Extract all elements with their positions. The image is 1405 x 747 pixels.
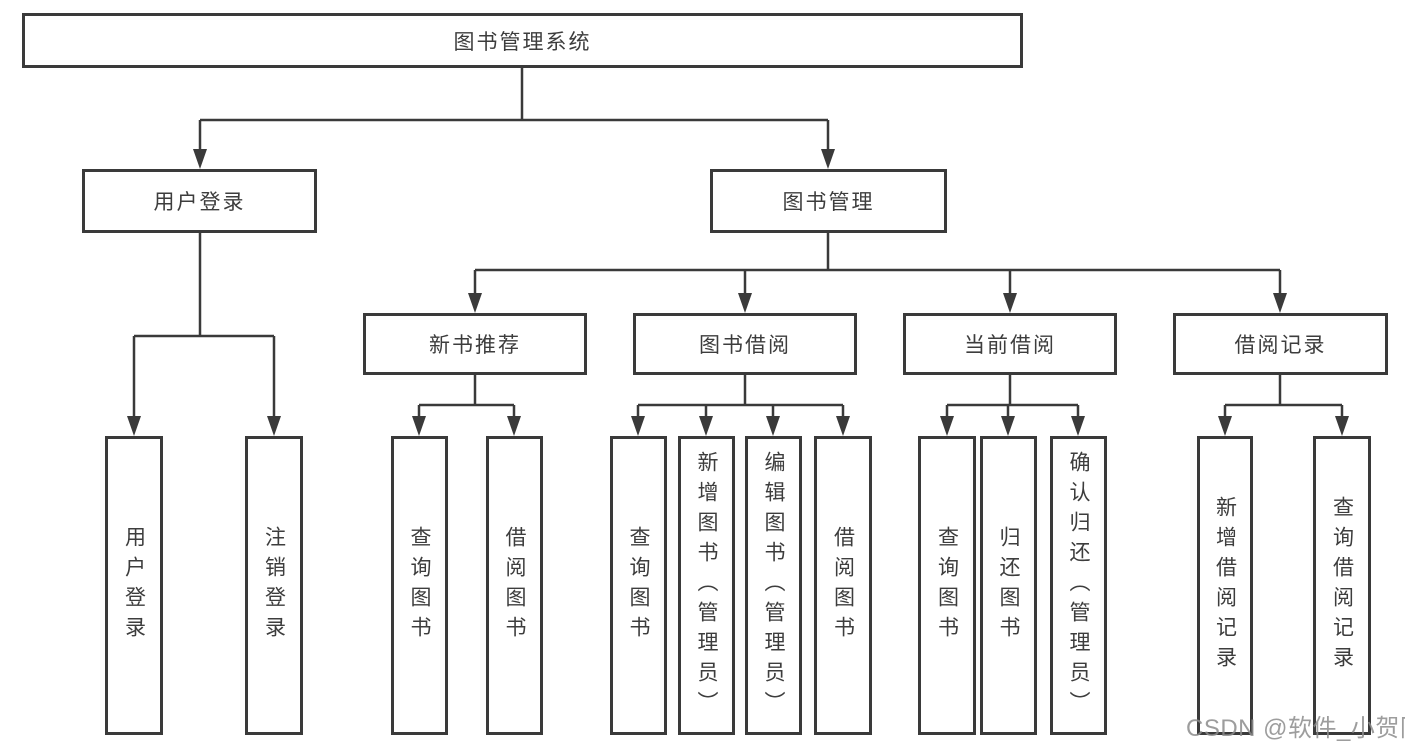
leaf-edit-book-admin-label: 编辑图书（管理员） xyxy=(762,450,785,721)
leaf-add-borrow-record: 新增借阅记录 xyxy=(1197,436,1253,735)
node-new-book-recommend-label: 新书推荐 xyxy=(429,334,521,357)
leaf-borrow-book-recommend: 借阅图书 xyxy=(486,436,543,735)
leaf-query-borrow-record: 查询借阅记录 xyxy=(1313,436,1371,735)
leaf-add-book-admin-label: 新增图书（管理员） xyxy=(695,450,718,721)
leaf-query-book-borrow-label: 查询图书 xyxy=(627,525,650,646)
node-book-management-label: 图书管理 xyxy=(782,191,875,214)
leaf-add-borrow-record-label: 新增借阅记录 xyxy=(1213,495,1237,676)
leaf-query-book-recommend-label: 查询图书 xyxy=(408,525,431,646)
node-root-label: 图书管理系统 xyxy=(453,30,592,54)
node-book-borrow: 图书借阅 xyxy=(633,313,857,375)
node-new-book-recommend: 新书推荐 xyxy=(363,313,587,375)
leaf-user-login: 用户登录 xyxy=(105,436,163,735)
node-user-login-label: 用户登录 xyxy=(153,191,246,214)
leaf-borrow-book: 借阅图书 xyxy=(814,436,872,735)
leaf-confirm-return-admin: 确认归还（管理员） xyxy=(1050,436,1107,735)
leaf-query-book-current: 查询图书 xyxy=(918,436,976,735)
leaf-add-book-admin: 新增图书（管理员） xyxy=(678,436,735,735)
node-borrow-record: 借阅记录 xyxy=(1173,313,1388,375)
leaf-query-book-current-label: 查询图书 xyxy=(935,525,959,646)
node-current-borrow-label: 当前借阅 xyxy=(964,334,1056,357)
connector-strokes xyxy=(132,68,1344,418)
node-current-borrow: 当前借阅 xyxy=(903,313,1117,375)
csdn-watermark: CSDN @软件_小贺同学 xyxy=(1186,715,1405,742)
leaf-query-book-recommend: 查询图书 xyxy=(391,436,448,735)
node-user-login: 用户登录 xyxy=(82,169,317,233)
leaf-logout-label: 注销登录 xyxy=(262,525,286,646)
arrowheads xyxy=(127,149,1349,436)
leaf-edit-book-admin: 编辑图书（管理员） xyxy=(745,436,802,735)
leaf-user-login-label: 用户登录 xyxy=(122,525,146,646)
leaf-return-book: 归还图书 xyxy=(980,436,1037,735)
node-book-management: 图书管理 xyxy=(710,169,947,233)
leaf-borrow-book-recommend-label: 借阅图书 xyxy=(503,525,526,646)
leaf-borrow-book-label: 借阅图书 xyxy=(831,525,855,646)
node-book-borrow-label: 图书借阅 xyxy=(699,334,791,357)
leaf-logout: 注销登录 xyxy=(245,436,303,735)
leaf-confirm-return-admin-label: 确认归还（管理员） xyxy=(1067,450,1090,721)
leaf-query-book-borrow: 查询图书 xyxy=(610,436,667,735)
node-borrow-record-label: 借阅记录 xyxy=(1234,334,1327,357)
node-root-system: 图书管理系统 xyxy=(22,13,1023,68)
leaf-query-borrow-record-label: 查询借阅记录 xyxy=(1330,495,1354,676)
leaf-return-book-label: 归还图书 xyxy=(997,525,1020,646)
